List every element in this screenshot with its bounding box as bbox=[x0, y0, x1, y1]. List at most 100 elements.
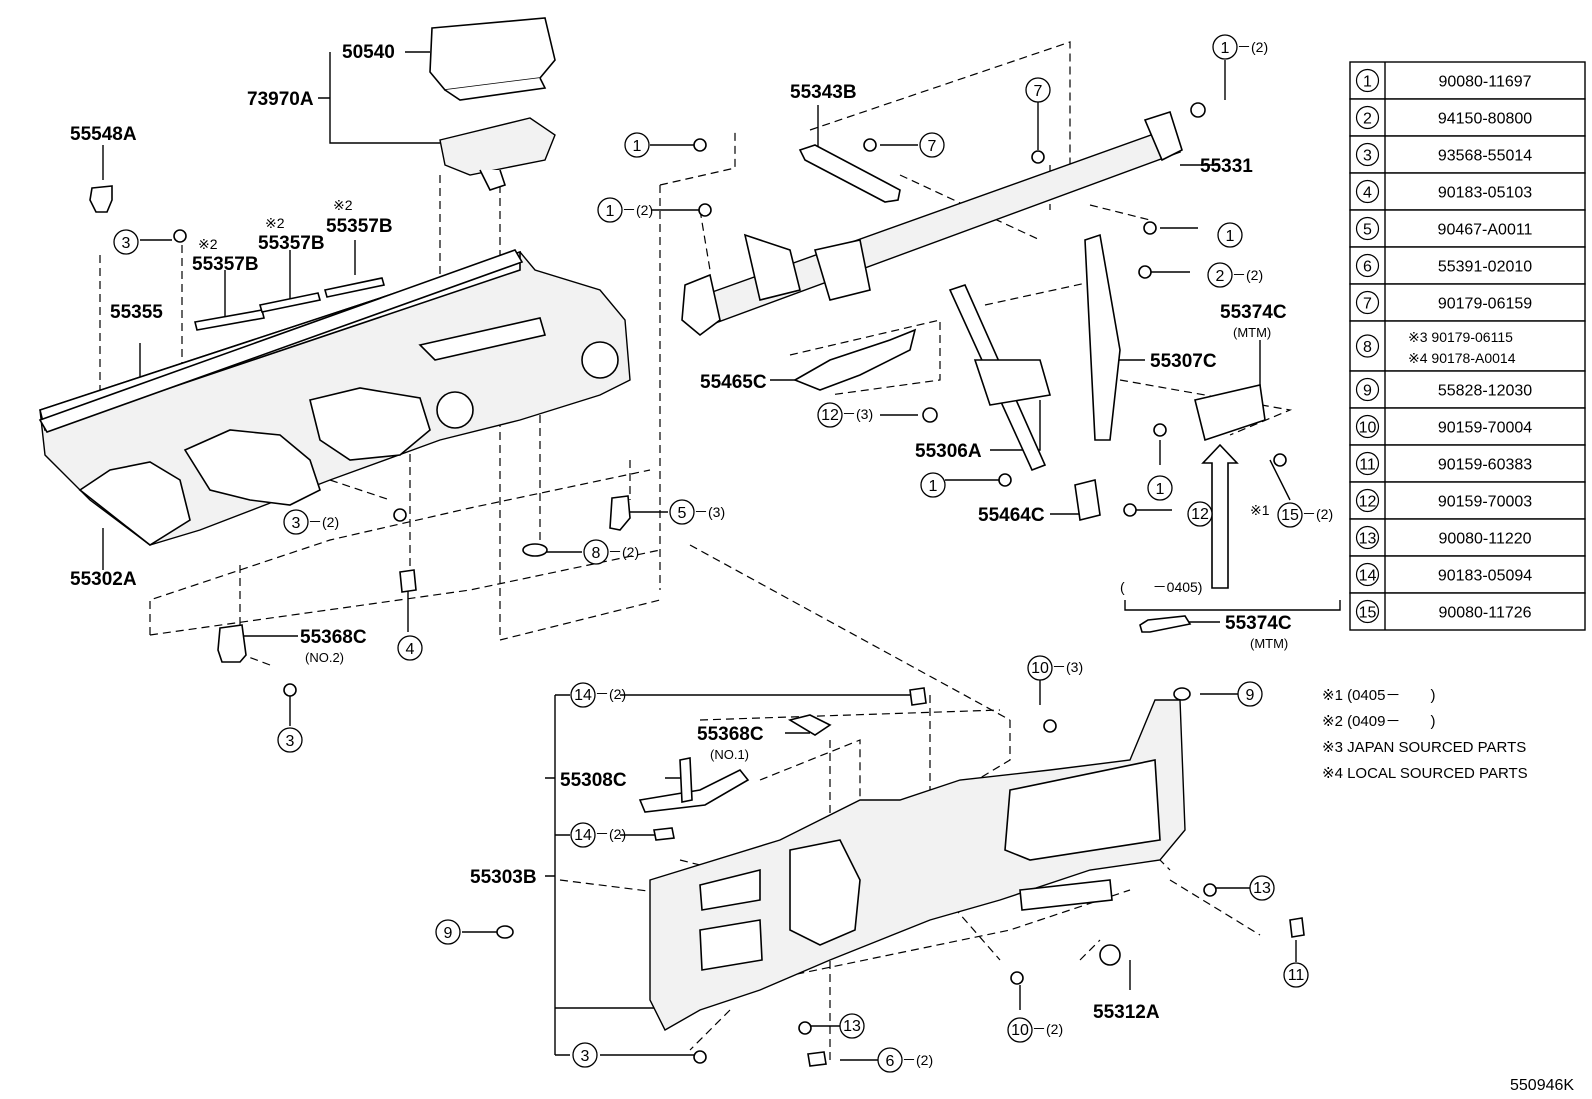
parts-table-row: 8※3 90179-06115※4 90178-A0014 bbox=[1349, 320, 1586, 372]
svg-text:2: 2 bbox=[1216, 268, 1225, 285]
note-3: ※3 JAPAN SOURCED PARTS bbox=[1322, 739, 1526, 756]
parts-table-row: 13 90080-11220 bbox=[1349, 518, 1586, 557]
svg-text:14: 14 bbox=[574, 827, 592, 844]
svg-text:11: 11 bbox=[1288, 967, 1305, 984]
callout-14-a: 14－(2) bbox=[570, 682, 626, 708]
callout-circles: 1－(2) 1 1－(2) 1 1 1 2－(2) 3 3－(2) 3 3 4 … bbox=[113, 34, 1333, 1073]
label-55374C-a-sub: (MTM) bbox=[1233, 325, 1271, 340]
parts-table-part: 90159-70004 bbox=[1438, 420, 1532, 437]
parts-table-ref: 10 bbox=[1359, 420, 1377, 437]
callout-11: 11 bbox=[1283, 962, 1309, 988]
parts-table-ref: 2 bbox=[1363, 111, 1372, 128]
svg-text:－(2): －(2) bbox=[1237, 39, 1268, 55]
svg-text:－(2): －(2) bbox=[622, 202, 653, 218]
svg-text:1: 1 bbox=[1226, 228, 1235, 245]
callout-1-e: 1 bbox=[920, 472, 946, 498]
parts-table-row: 10 90159-70004 bbox=[1349, 407, 1586, 446]
mark-x2-b: ※2 bbox=[265, 215, 285, 231]
parts-table-ref: 3 bbox=[1363, 148, 1372, 165]
parts-table-part: 90159-60383 bbox=[1438, 457, 1532, 474]
label-55307C: 55307C bbox=[1150, 351, 1217, 372]
label-55308C: 55308C bbox=[560, 770, 627, 791]
callout-7-b: 7 bbox=[919, 132, 945, 158]
svg-text:6: 6 bbox=[886, 1053, 895, 1070]
svg-text:1: 1 bbox=[1221, 40, 1230, 57]
label-55465C: 55465C bbox=[700, 372, 767, 393]
svg-text:－(2): －(2) bbox=[308, 514, 339, 530]
diagram-id: 550946K bbox=[1510, 1077, 1574, 1094]
callout-10-a: 10－(3) bbox=[1027, 655, 1083, 681]
svg-text:14: 14 bbox=[574, 687, 592, 704]
callout-9-a: 9 bbox=[1237, 681, 1263, 707]
parts-table-ref: 6 bbox=[1363, 259, 1372, 276]
parts-table-ref: 4 bbox=[1363, 185, 1372, 202]
callout-12-a: 12－(3) bbox=[817, 402, 873, 428]
svg-text:－(2): －(2) bbox=[902, 1052, 933, 1068]
callout-14-b: 14－(2) bbox=[570, 822, 626, 848]
parts-table-row: 3 93568-55014 bbox=[1349, 135, 1586, 174]
svg-text:－(2): －(2) bbox=[1302, 506, 1333, 522]
parts-table-part: 90080-11220 bbox=[1438, 531, 1531, 548]
svg-text:15: 15 bbox=[1281, 507, 1299, 524]
svg-text:3: 3 bbox=[122, 235, 131, 252]
label-55357B-b: 55357B bbox=[258, 233, 325, 254]
callout-3-a: 3 bbox=[113, 229, 139, 255]
parts-table-part: 90183-05103 bbox=[1438, 185, 1532, 202]
svg-text:1: 1 bbox=[1156, 481, 1165, 498]
svg-text:3: 3 bbox=[286, 733, 295, 750]
callout-1-b: 1 bbox=[624, 132, 650, 158]
parts-table-part: 90183-05094 bbox=[1438, 568, 1532, 585]
callout-4: 4 bbox=[397, 635, 423, 661]
parts-table-row: 14 90183-05094 bbox=[1349, 555, 1586, 594]
parts-table-part-alt: ※4 90178-A0014 bbox=[1408, 350, 1516, 366]
svg-text:7: 7 bbox=[1034, 83, 1043, 100]
note-1: ※1 (0405－ ) bbox=[1322, 687, 1435, 704]
svg-text:5: 5 bbox=[678, 505, 687, 522]
svg-text:－(2): －(2) bbox=[595, 686, 626, 702]
mark-x1: ※1 bbox=[1250, 502, 1270, 518]
label-55302A: 55302A bbox=[70, 569, 137, 590]
svg-text:－(2): －(2) bbox=[608, 544, 639, 560]
svg-text:7: 7 bbox=[928, 138, 937, 155]
callout-1-a: 1 －(2) bbox=[1212, 34, 1268, 60]
svg-text:－(3): －(3) bbox=[694, 504, 725, 520]
parts-table-row: 4 90183-05103 bbox=[1349, 172, 1586, 211]
svg-text:1: 1 bbox=[606, 203, 615, 220]
parts-table-ref: 7 bbox=[1363, 296, 1372, 313]
svg-text:4: 4 bbox=[406, 641, 415, 658]
label-55464C: 55464C bbox=[978, 505, 1045, 526]
parts-table-ref: 13 bbox=[1359, 531, 1377, 548]
label-55374C-b: 55374C bbox=[1225, 613, 1292, 634]
mark-x2-c: ※2 bbox=[333, 197, 353, 213]
svg-text:3: 3 bbox=[292, 515, 301, 532]
svg-text:12: 12 bbox=[821, 407, 839, 424]
parts-table-ref: 1 bbox=[1363, 74, 1372, 91]
airbag-module-shape bbox=[439, 117, 556, 176]
parts-table-part: 90467-A0011 bbox=[1438, 222, 1533, 239]
up-arrow bbox=[1201, 443, 1239, 589]
callout-3-d: 3 bbox=[572, 1042, 598, 1068]
svg-text:13: 13 bbox=[1253, 880, 1271, 897]
svg-text:－(2): －(2) bbox=[1032, 1021, 1063, 1037]
label-55355: 55355 bbox=[110, 302, 163, 323]
leader-lines bbox=[102, 51, 1341, 1061]
label-55303B: 55303B bbox=[470, 867, 537, 888]
note-4: ※4 LOCAL SOURCED PARTS bbox=[1322, 765, 1528, 782]
svg-text:－(3): －(3) bbox=[1052, 659, 1083, 675]
parts-table-ref: 14 bbox=[1359, 568, 1377, 585]
label-55357B-a: 55357B bbox=[192, 254, 259, 275]
callout-12-b: 12 bbox=[1187, 501, 1213, 527]
callout-1-f: 1 bbox=[1147, 475, 1173, 501]
parts-table-part: 93568-55014 bbox=[1438, 148, 1532, 165]
callout-2: 2－(2) bbox=[1207, 262, 1263, 288]
parts-table-ref: 9 bbox=[1363, 383, 1372, 400]
callout-15: 15－(2) bbox=[1277, 502, 1333, 528]
part-labels: 50540 73970A 55548A ※2 55357B ※2 55357B … bbox=[70, 42, 1574, 1094]
